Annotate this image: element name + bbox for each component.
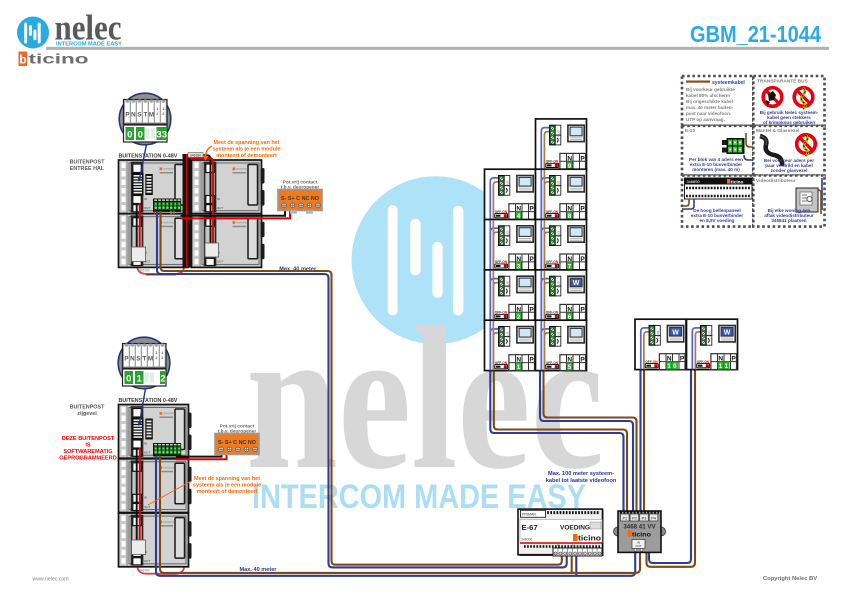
svg-text:2: 2 (517, 315, 521, 321)
svg-text:monteert of demonteert: monteert of demonteert (216, 153, 277, 159)
svg-text:2: 2 (160, 374, 165, 385)
svg-text:ticino: ticino (632, 531, 651, 538)
svg-text:1x: 1x (572, 543, 576, 547)
svg-text:OUT: OUT (635, 544, 642, 548)
svg-text:0: 0 (127, 130, 132, 141)
svg-text:zonder glasvezel: zonder glasvezel (771, 168, 808, 173)
svg-text:1: 1 (137, 374, 143, 385)
svg-text:Max. 40 meter: Max. 40 meter (279, 266, 317, 272)
svg-text:t.b.v. deuropener: t.b.v. deuropener (281, 185, 320, 191)
svg-text:ticino: ticino (29, 51, 89, 67)
svg-text:9: 9 (568, 164, 572, 170)
svg-text:Pot.vrij contact: Pot.vrij contact (283, 180, 318, 186)
svg-text:Bij ongeschikte kabel: Bij ongeschikte kabel (686, 99, 733, 104)
svg-text:kabel tot laatste videofoon: kabel tot laatste videofoon (546, 478, 617, 484)
svg-text:of krimpkous gebruiken: of krimpkous gebruiken (763, 120, 815, 125)
svg-text:IN: IN (637, 540, 640, 544)
svg-text:33: 33 (156, 130, 167, 141)
svg-text:DEZE BUITENPOST: DEZE BUITENPOST (62, 436, 115, 442)
svg-text:S- S+ C NC NO: S- S+ C NC NO (218, 440, 256, 446)
svg-text:0: 0 (138, 130, 143, 141)
svg-text:S- S+ C NC NO: S- S+ C NC NO (281, 196, 319, 202)
svg-text:Max. 40 meter: Max. 40 meter (239, 567, 277, 573)
svg-text:systeemkabel: systeemkabel (712, 80, 745, 86)
svg-text:kabel 80% afscherm: kabel 80% afscherm (686, 93, 730, 98)
svg-text:GEPROGRAMMEERD: GEPROGRAMMEERD (59, 456, 117, 462)
svg-text:346280: 346280 (139, 568, 150, 572)
svg-text:nelec: nelec (55, 8, 122, 48)
svg-text:Videodistributeur: Videodistributeur (756, 178, 796, 184)
svg-text:BUITENSTATION 0-48V: BUITENSTATION 0-48V (119, 398, 178, 404)
svg-text:en 8,5V voeding: en 8,5V voeding (700, 218, 735, 223)
svg-text:De hoog bellenpaneel: De hoog bellenpaneel (693, 208, 740, 213)
svg-text:paar verdrild en kabel: paar verdrild en kabel (765, 163, 813, 168)
svg-text:INTERCOM MADE EASY: INTERCOM MADE EASY (56, 41, 123, 47)
svg-text:VOEDING: VOEDING (560, 525, 590, 532)
svg-text:3468 41 VV: 3468 41 VV (623, 524, 656, 531)
svg-text:P3: P3 (642, 516, 647, 520)
svg-text:b: b (19, 53, 26, 67)
svg-text:PRIMAR.: PRIMAR. (522, 513, 537, 517)
svg-text:8: 8 (568, 214, 572, 220)
svg-text:Bei voorkeur aders per: Bei voorkeur aders per (764, 158, 814, 163)
svg-text:ENTREE HAL: ENTREE HAL (70, 166, 105, 172)
svg-text:1: 1 (667, 364, 671, 370)
svg-text:4: 4 (517, 214, 521, 220)
svg-text:3488S0: 3488S0 (687, 180, 700, 184)
svg-text:UTP op aanvraag.: UTP op aanvraag. (686, 117, 725, 122)
svg-text:1: 1 (725, 364, 729, 370)
svg-text:IS: IS (85, 443, 91, 449)
svg-text:3: 3 (517, 265, 521, 271)
svg-text:5: 5 (568, 365, 572, 371)
svg-text:www.nelec.com: www.nelec.com (33, 577, 69, 583)
svg-text:1: 1 (517, 365, 521, 371)
svg-text:P1: P1 (622, 516, 627, 520)
svg-text:Pot.vrij contact: Pot.vrij contact (220, 424, 255, 430)
svg-text:346841 plaatsen: 346841 plaatsen (771, 218, 806, 223)
svg-text:SOFTWAREMATIG: SOFTWAREMATIG (63, 449, 112, 455)
svg-text:E-10: E-10 (685, 128, 695, 134)
svg-text:Copyright Nelec BV: Copyright Nelec BV (763, 576, 817, 582)
svg-text:Meet de spanning van het: Meet de spanning van het (194, 476, 260, 482)
svg-text:Bij elke woning een: Bij elke woning een (768, 208, 811, 213)
svg-text:extra E-10 busverbinder: extra E-10 busverbinder (691, 213, 744, 218)
svg-text:systeem als je een module: systeem als je een module (212, 146, 280, 152)
svg-text:t.b.v. deuropener: t.b.v. deuropener (218, 429, 257, 435)
svg-text:2x: 2x (557, 543, 561, 547)
svg-text:ticino: ticino (578, 534, 601, 543)
svg-text:0: 0 (126, 374, 131, 385)
svg-text:0: 0 (673, 364, 677, 370)
svg-text:ticino: ticino (731, 179, 743, 184)
svg-text:346000: 346000 (521, 538, 532, 542)
svg-text:monteert of demonteert: monteert of demonteert (197, 489, 258, 495)
svg-text:346280: 346280 (139, 269, 150, 273)
svg-text:E-67: E-67 (522, 523, 538, 532)
svg-text:zijgevel: zijgevel (77, 411, 97, 417)
svg-text:kabel geen stekkers: kabel geen stekkers (767, 115, 811, 120)
svg-text:Per blok van 4 aders een: Per blok van 4 aders een (689, 157, 743, 162)
svg-text:BUITENPOST: BUITENPOST (70, 160, 105, 166)
svg-text:monteren (max. 40 m): monteren (max. 40 m) (692, 167, 740, 172)
svg-text:Max. 100 meter systeem-: Max. 100 meter systeem- (548, 471, 614, 477)
svg-text:P2: P2 (632, 516, 637, 520)
svg-text:GBM_21-1044: GBM_21-1044 (690, 21, 821, 47)
svg-text:346280: 346280 (190, 153, 201, 157)
svg-text:Bij voorkeur gebruikte: Bij voorkeur gebruikte (686, 87, 735, 92)
svg-text:P4: P4 (651, 516, 656, 520)
svg-text:Mantel & Glasvezel: Mantel & Glasvezel (756, 128, 799, 134)
svg-text:TRANSPARANTE BUS: TRANSPARANTE BUS (757, 79, 809, 85)
svg-text:post naar videofoon.: post naar videofoon. (686, 111, 731, 116)
svg-text:extra E-10 busverbinder: extra E-10 busverbinder (690, 162, 743, 167)
svg-text:6: 6 (568, 315, 572, 321)
svg-text:Meet de spanning van het: Meet de spanning van het (214, 140, 280, 146)
svg-text:BUITENSTATION 0-48V: BUITENSTATION 0-48V (119, 153, 178, 159)
svg-text:max. 40 meter buiten-: max. 40 meter buiten- (686, 105, 734, 110)
svg-text:1: 1 (719, 364, 723, 370)
svg-text:systeem als je een module: systeem als je een module (193, 482, 261, 488)
svg-text:7: 7 (568, 265, 572, 271)
svg-text:BUITENPOST: BUITENPOST (70, 405, 105, 411)
svg-text:aftak videodistributeur: aftak videodistributeur (764, 213, 814, 218)
svg-text:Bij gebruik Nelec systeem-: Bij gebruik Nelec systeem- (760, 110, 819, 115)
